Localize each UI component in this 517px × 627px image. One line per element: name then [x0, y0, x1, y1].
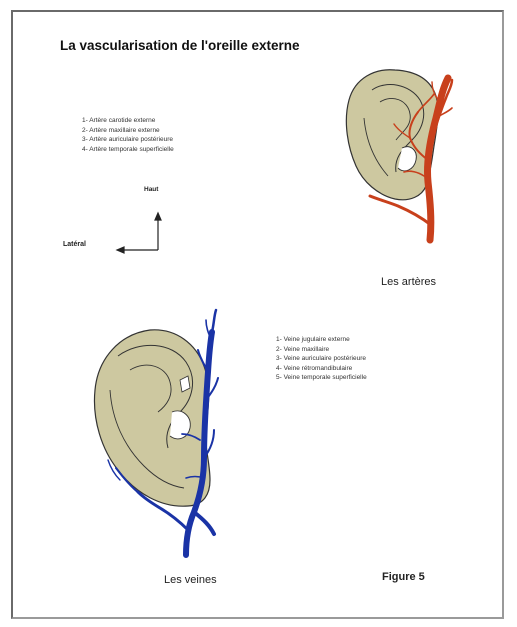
maxillary-artery-branch — [370, 196, 431, 225]
up-arrow-head — [155, 213, 161, 220]
artery-ear-illustration — [346, 70, 452, 240]
orientation-arrows — [117, 213, 161, 253]
vein-ear-shape — [94, 330, 210, 506]
side-arrow-head — [117, 247, 124, 253]
vein-ear-illustration — [94, 310, 218, 555]
artery-ear-shape — [346, 70, 438, 200]
